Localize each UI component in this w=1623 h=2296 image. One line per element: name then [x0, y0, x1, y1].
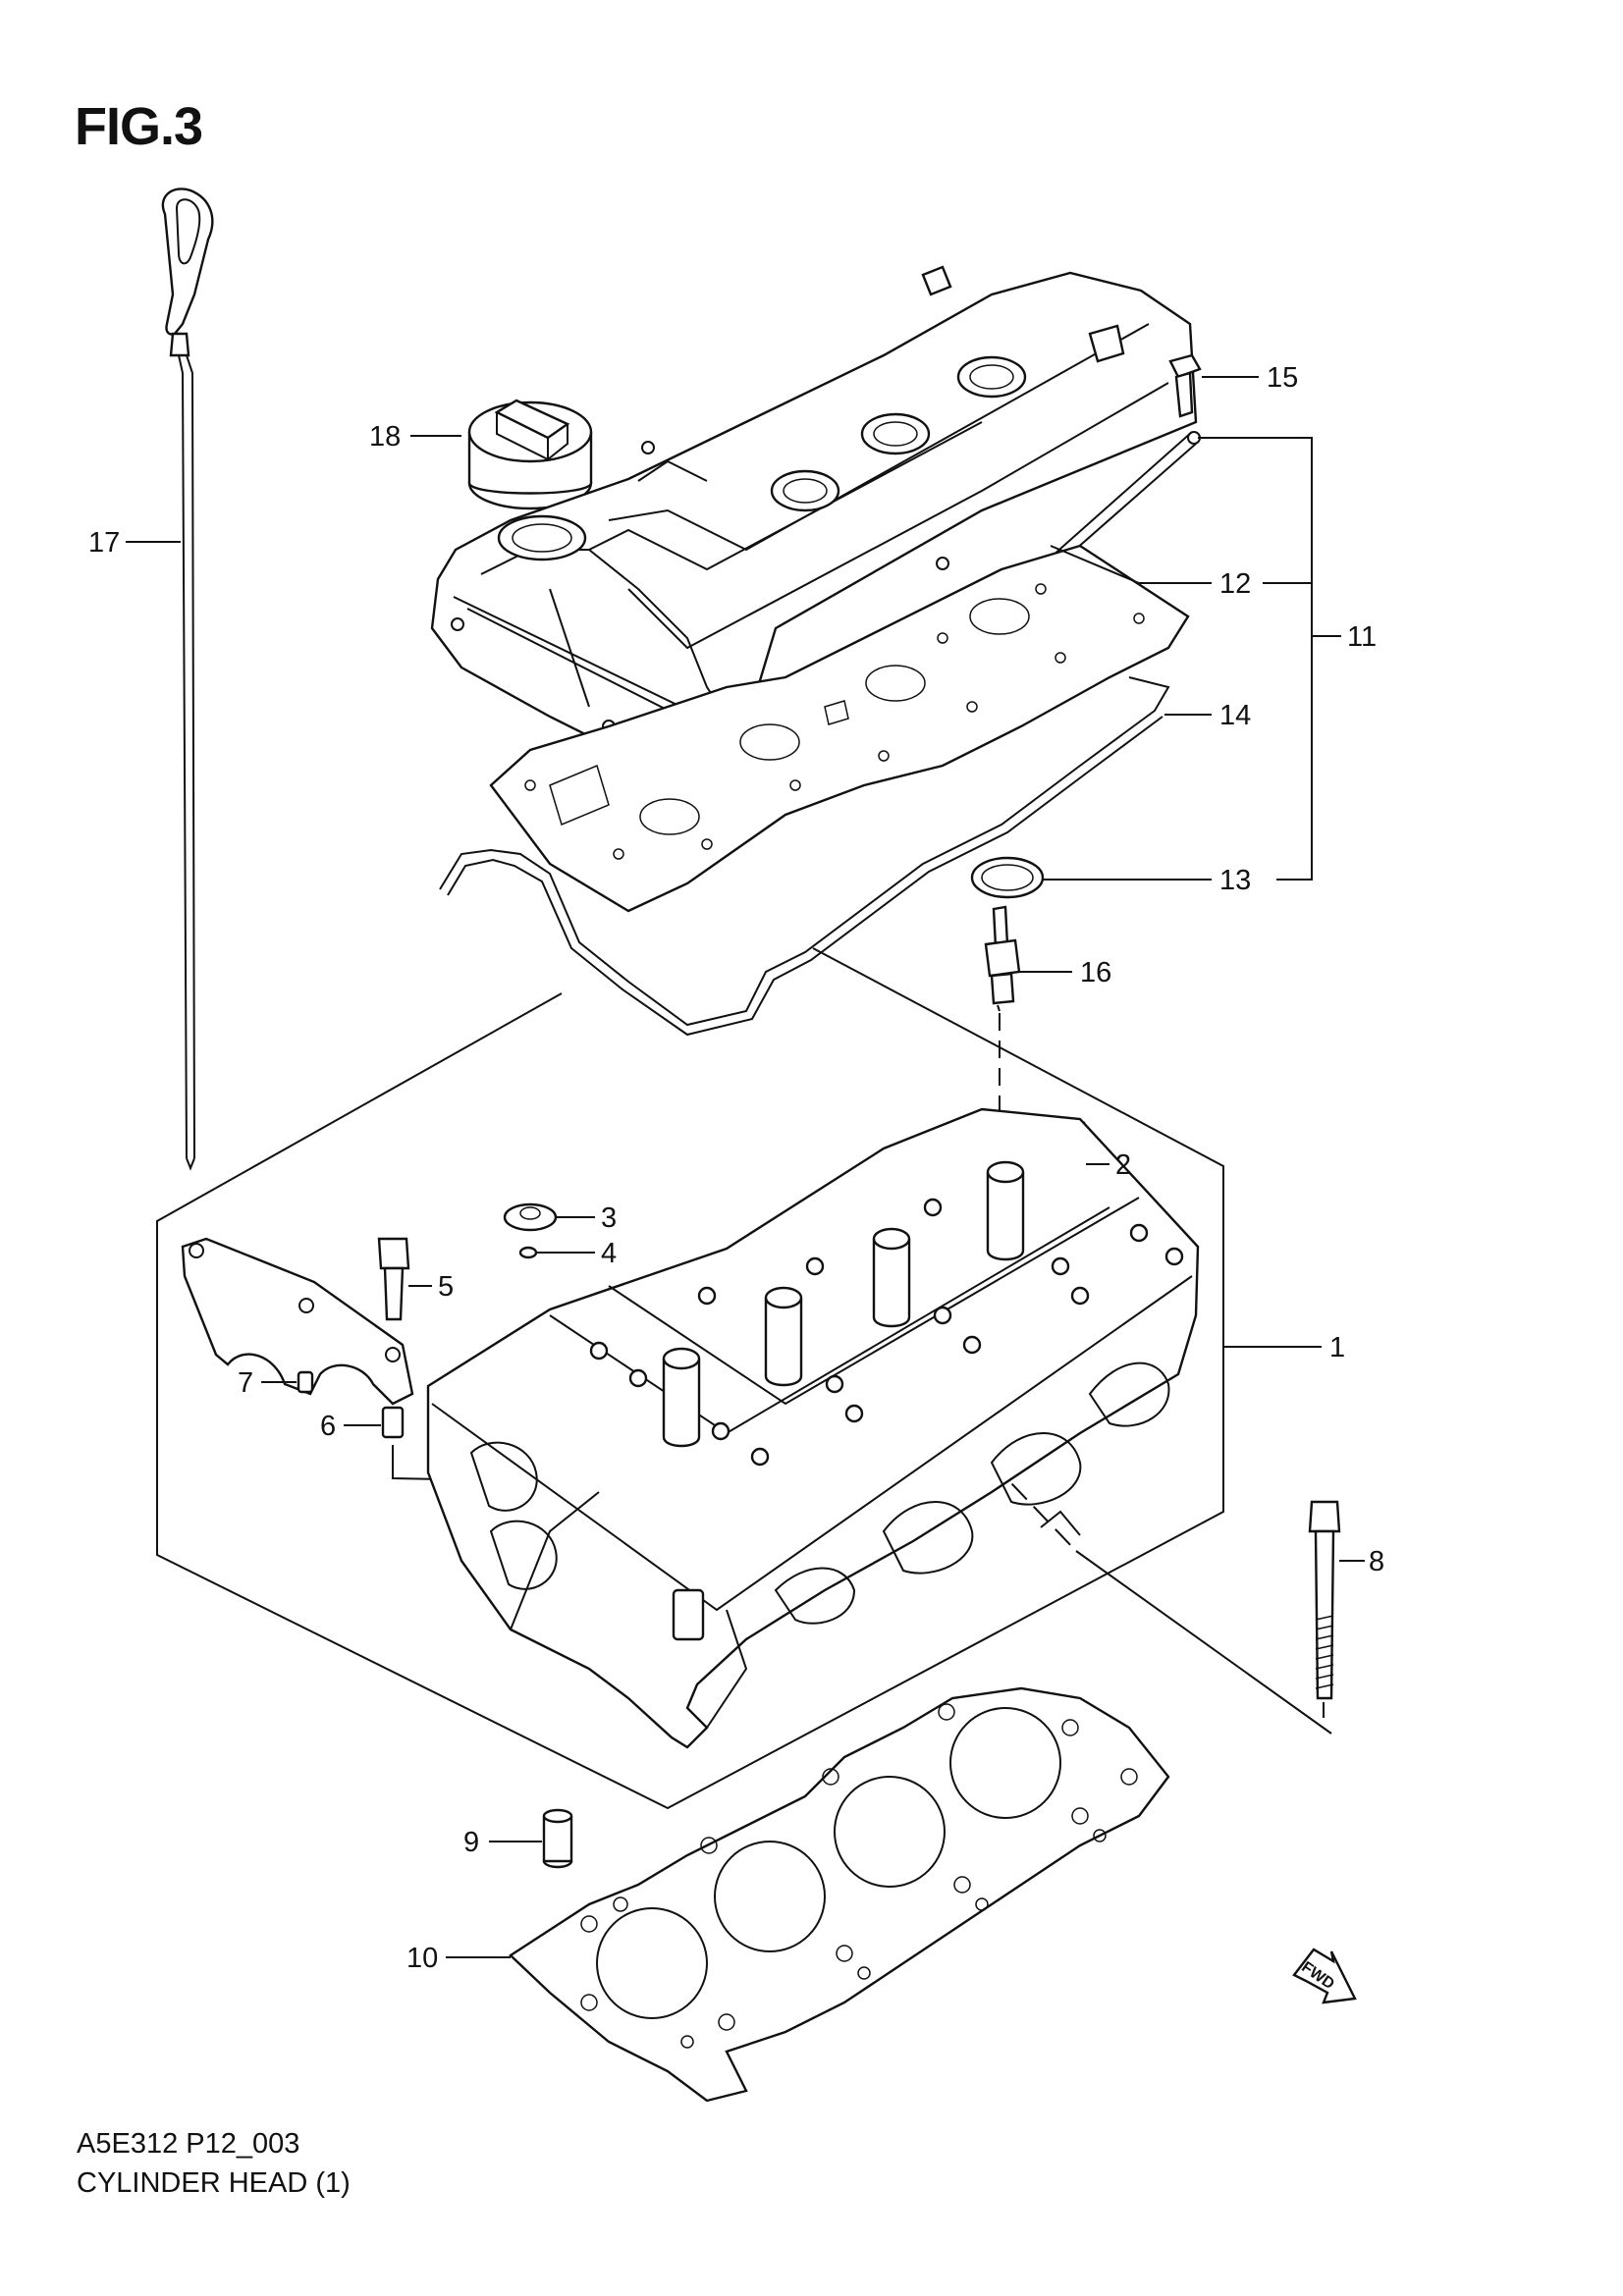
fwd-arrow-icon: FWD	[1292, 1948, 1357, 2004]
callout-9: 9	[463, 1827, 479, 1858]
cover-seal-part	[439, 676, 1170, 1037]
cam-cap-bolt-part	[377, 1237, 410, 1321]
callout-1: 1	[1329, 1332, 1345, 1363]
callout-12: 12	[1219, 568, 1251, 600]
callout-5: 5	[438, 1271, 454, 1303]
callout-16: 16	[1080, 957, 1111, 988]
dowel-pin-part	[381, 1406, 405, 1439]
callout-10: 10	[406, 1943, 438, 1974]
diagram-name: CYLINDER HEAD (1)	[77, 2167, 351, 2199]
cam-bolt-heads	[589, 1198, 1184, 1467]
callout-14: 14	[1219, 700, 1251, 731]
callout-15: 15	[1267, 362, 1298, 394]
oil-dipstick-part	[161, 187, 214, 1171]
plug-washer-part	[518, 1246, 538, 1259]
head-dowel-part	[542, 1808, 573, 1869]
callout-13: 13	[1219, 865, 1251, 896]
o-ring-part	[970, 856, 1045, 899]
cover-bolt-part	[1168, 353, 1202, 418]
callout-7: 7	[238, 1367, 253, 1399]
head-gasket-part	[509, 1686, 1170, 2103]
callout-4: 4	[601, 1238, 617, 1269]
oil-filler-cap-part	[467, 399, 593, 510]
callout-11: 11	[1347, 621, 1377, 653]
callout-6: 6	[320, 1411, 336, 1442]
diagram-code: A5E312 P12_003	[77, 2128, 300, 2160]
leader-lines	[126, 376, 1365, 1958]
callout-8: 8	[1369, 1546, 1384, 1577]
callout-18: 18	[369, 421, 401, 453]
callout-numbers: 1 2 3 4 5 6 7 8 9 10 11 12 13 14 15 16 1…	[88, 362, 1384, 1974]
figure-title: FIG.3	[75, 97, 203, 156]
cover-gasket-part	[489, 544, 1190, 913]
callout-17: 17	[88, 527, 120, 559]
head-bolt-part	[1308, 1500, 1341, 1718]
camshaft-cap-part	[181, 1237, 414, 1406]
dowel-pin-small-part	[297, 1370, 314, 1394]
spark-plug-tubes	[662, 1160, 1025, 1448]
head-bolt-leader	[1075, 1550, 1332, 1735]
callout-3: 3	[601, 1202, 617, 1234]
plug-cap-part	[503, 1202, 558, 1232]
spark-plug-part	[984, 905, 1021, 1012]
callout-2: 2	[1115, 1149, 1131, 1181]
cylinder-head-part	[426, 1107, 1200, 1749]
cylinder-head-group-outline	[156, 947, 1224, 1810]
